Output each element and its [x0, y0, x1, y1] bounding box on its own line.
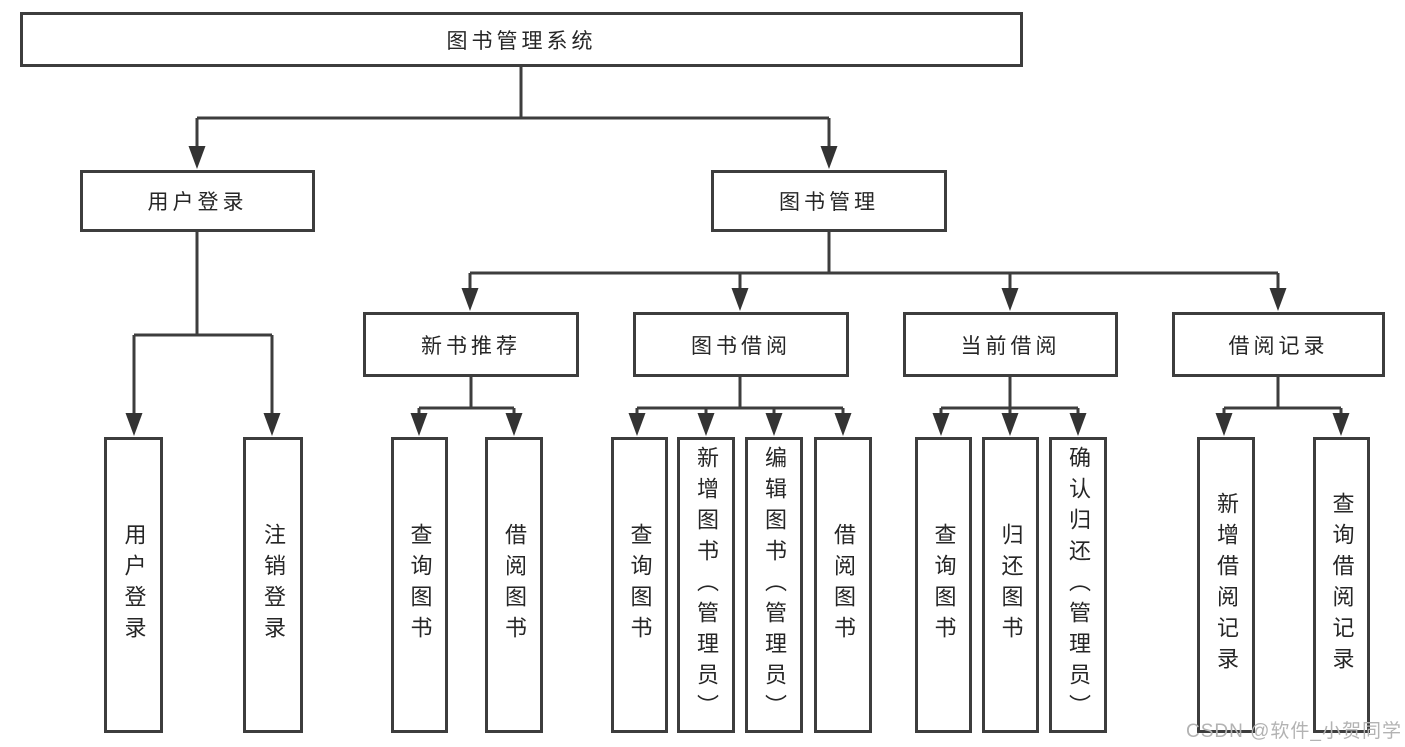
connector-book-borrowing-to-leaves [628, 377, 852, 436]
leaf-borrow-books: 借阅图书 [814, 437, 872, 733]
csdn-watermark: CSDN @软件_小贺同学 [1186, 721, 1402, 742]
leaf-borrow-books-recommend: 借阅图书 [485, 437, 543, 733]
node-borrowing-records: 借阅记录 [1172, 312, 1385, 377]
leaf-search-books-borrowing: 查询图书 [611, 437, 668, 733]
leaf-user-login: 用户登录 [104, 437, 163, 733]
node-new-book-recommend: 新书推荐 [363, 312, 579, 377]
connector-current-borrowing-to-leaves [932, 377, 1087, 436]
connector-new-book-to-leaves [410, 377, 523, 436]
node-book-management: 图书管理 [711, 170, 947, 232]
node-library-system: 图书管理系统 [20, 12, 1023, 67]
connector-root-to-level2 [188, 67, 838, 169]
leaf-add-borrow-record: 新增借阅记录 [1197, 437, 1255, 733]
node-book-borrowing: 图书借阅 [633, 312, 849, 377]
leaf-search-borrow-record: 查询借阅记录 [1313, 437, 1370, 733]
leaf-return-books: 归还图书 [982, 437, 1039, 733]
node-user-login: 用户登录 [80, 170, 315, 232]
connector-book-mgmt-to-level3 [461, 232, 1287, 311]
leaf-search-books-current: 查询图书 [915, 437, 972, 733]
leaf-add-book-admin: 新增图书（管理员） [677, 437, 735, 733]
connector-user-login-to-leaves [125, 232, 281, 436]
leaf-edit-book-admin: 编辑图书（管理员） [745, 437, 803, 733]
leaf-confirm-return-admin: 确认归还（管理员） [1049, 437, 1107, 733]
leaf-search-books-recommend: 查询图书 [391, 437, 448, 733]
leaf-logout: 注销登录 [243, 437, 303, 733]
connector-borrowing-records-to-leaves [1215, 377, 1350, 436]
node-current-borrowing: 当前借阅 [903, 312, 1118, 377]
